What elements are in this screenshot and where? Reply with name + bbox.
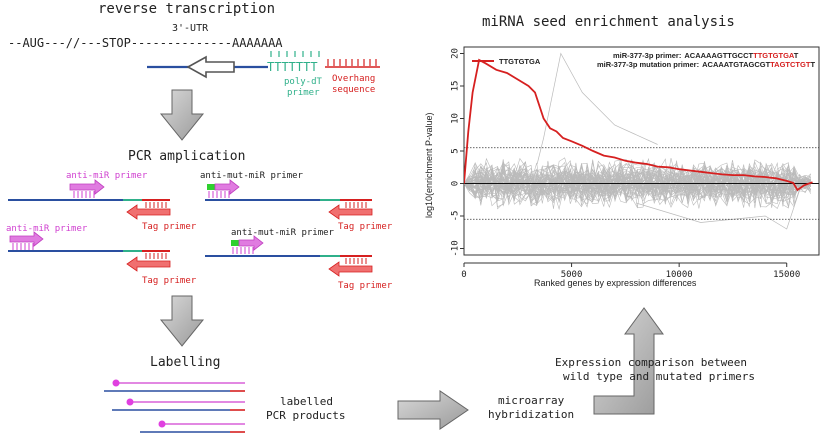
chart-title: miRNA seed enrichment analysis [482, 14, 735, 30]
x-tick-label: 5000 [561, 270, 583, 280]
y-tick-label: 20 [451, 48, 461, 59]
overhang-ticks [327, 59, 377, 66]
down-arrow-2 [159, 295, 205, 347]
x-tick-label: 10000 [666, 270, 693, 280]
mut-marker-2 [231, 240, 239, 246]
tag-primer-label-3: Tag primer [338, 222, 393, 232]
reference-lines [464, 147, 819, 220]
anti-mut-ticks-1 [208, 191, 230, 198]
anti-mut-mir-arrow-1 [214, 179, 240, 195]
legend-label: TTGTGTGA [499, 57, 541, 66]
left-workflow: reverse transcription 3'-UTR --AUG---//-… [6, 1, 755, 433]
tag-ticks-2 [145, 253, 167, 259]
rt-title: reverse transcription [98, 1, 275, 17]
tag-ticks-3 [345, 202, 367, 208]
chart-legend: TTGTGTGA [472, 57, 541, 66]
y-tick-label: -10 [451, 240, 461, 256]
anti-mir-primer-label-2: anti-miR primer [6, 224, 88, 234]
anti-mut-mir-arrow-2 [238, 235, 264, 251]
anti-mir-primer-arrow-1 [69, 179, 105, 195]
tag-primer-label-4: Tag primer [338, 281, 393, 291]
y-tick-label: 0 [451, 181, 461, 186]
labelled-products [104, 379, 245, 433]
y-tick-label: -5 [451, 211, 461, 222]
anti-mir-ticks-1 [73, 191, 95, 198]
utr-label: 3'-UTR [172, 23, 209, 34]
background-curve [464, 169, 812, 199]
mut-primer-annotation: miR-377-3p mutation primer:ACAAATGTAGCGT… [597, 60, 815, 69]
overhang-label-2: sequence [332, 85, 375, 95]
poly-dt-label: poly-dT [284, 77, 323, 87]
tag-primer-label-1: Tag primer [142, 222, 197, 232]
y-tick-label: 15 [451, 81, 461, 92]
wt-primer-label: miR-377-3p primer: [613, 51, 681, 60]
expression-comparison-label: Expression comparison between [555, 356, 747, 369]
y-axis-label: log10(enrichment P-value) [424, 112, 434, 218]
down-arrow-1 [159, 89, 205, 141]
mut-primer-label: miR-377-3p mutation primer: [597, 60, 699, 69]
pcr-title: PCR amplication [128, 149, 245, 164]
x-axis-label: Ranked genes by expression differences [534, 278, 697, 288]
microarray-label: microarray [498, 394, 565, 407]
background-curve [636, 176, 805, 230]
primer-annotation: miR-377-3p primer:ACAAAAGTTGCCTTTGTGTGAT… [597, 51, 815, 69]
wt-seq-tail: T [794, 51, 799, 60]
mut-seq-black: ACAAATGTAGCGT [702, 60, 770, 69]
anti-mir-primer-label-1: anti-miR primer [66, 171, 148, 181]
background-curve [464, 158, 812, 208]
x-axis: 0 5000 10000 15000 [461, 262, 800, 280]
anti-mir-primer-arrow-2 [9, 231, 44, 247]
background-curve [464, 175, 811, 192]
background-curve [464, 170, 811, 198]
tag-primer-label-2: Tag primer [142, 276, 197, 286]
labelled-label-2: PCR products [266, 409, 345, 422]
microarray-label-2: hybridization [488, 408, 574, 421]
series-layer [464, 58, 813, 192]
mut-seq-red: TAGTCTGT [770, 60, 811, 69]
tag-ticks-4 [345, 258, 367, 264]
x-tick-label: 15000 [773, 270, 800, 280]
tag-ticks-1 [145, 202, 167, 208]
anti-mir-ticks-2 [12, 243, 34, 250]
wt-seq-black: ACAAAAGTTGCCT [684, 51, 753, 60]
x-tick-label: 0 [461, 270, 466, 280]
mut-marker-1 [207, 184, 215, 190]
mrna-sequence: --AUG---//---STOP--------------AAAAAAA [8, 36, 283, 50]
poly-dt-sequence: TTTTTTT [267, 60, 318, 74]
enrichment-chart: miRNA seed enrichment analysis 20 15 10 5 0 -… [424, 14, 820, 288]
wt-seq-red: TTGTGTGA [753, 51, 795, 60]
tag-primer-arrow-3 [328, 204, 373, 220]
background-curve [464, 164, 812, 202]
wt-primer-annotation: miR-377-3p primer:ACAAAAGTTGCCTTTGTGTGAT [613, 51, 799, 60]
rt-direction-arrow [186, 55, 235, 79]
background-curve [536, 52, 658, 165]
tag-primer-arrow-1 [126, 204, 171, 220]
y-axis: 20 15 10 5 0 -5 -10 [451, 48, 464, 257]
labelling-title: Labelling [150, 355, 220, 370]
overhang-label: Overhang [332, 74, 375, 84]
y-tick-label: 10 [451, 113, 461, 124]
background-curve [464, 166, 811, 201]
y-tick-label: 5 [451, 148, 461, 153]
l-shaped-arrow [593, 307, 664, 415]
poly-dt-ticks [270, 51, 320, 57]
tag-primer-arrow-4 [328, 261, 373, 277]
anti-mut-mir-label-2: anti-mut-miR primer [231, 228, 335, 238]
background-curve [464, 164, 811, 204]
background-curve [464, 167, 811, 202]
mut-seq-tail: T [810, 60, 815, 69]
series-line-TTGTGTGA [464, 58, 813, 192]
right-arrow [397, 390, 469, 430]
expression-comparison-label-2: wild type and mutated primers [563, 370, 755, 383]
anti-mut-ticks-2 [232, 247, 254, 254]
anti-mut-mir-label-1: anti-mut-miR primer [200, 171, 304, 181]
tag-primer-arrow-2 [126, 256, 171, 272]
labelled-label: labelled [280, 395, 333, 408]
poly-dt-label-2: primer [287, 88, 320, 98]
